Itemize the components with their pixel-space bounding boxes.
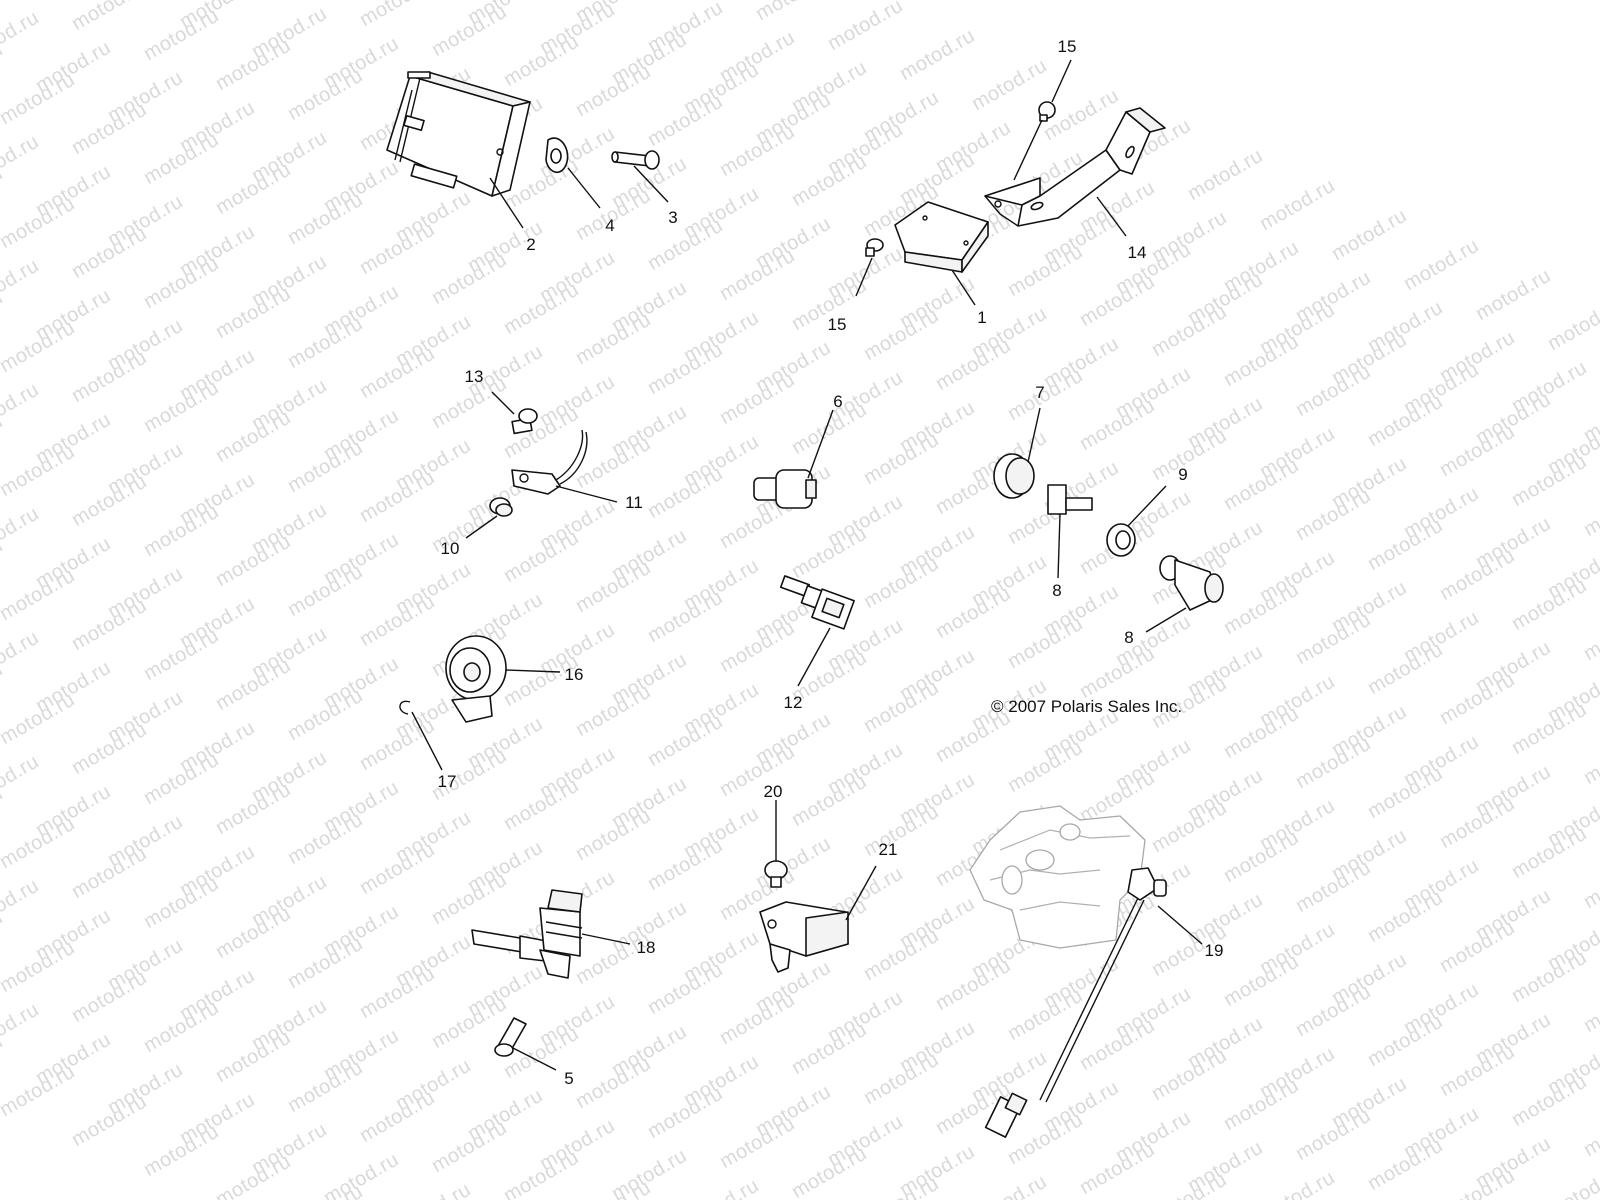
part-4-clip (545, 137, 601, 209)
callout-4: 4 (605, 216, 614, 235)
part-19-engine-sensor (969, 805, 1203, 1138)
part-6-sensor (753, 409, 834, 509)
part-17-clip (399, 700, 443, 771)
callout-20: 20 (764, 782, 783, 801)
callout-6: 6 (833, 392, 842, 411)
part-18-cam-sensor (471, 889, 631, 979)
callout-10: 10 (441, 539, 460, 558)
part-20-bolt (764, 800, 788, 888)
part-5-pin (494, 1017, 557, 1071)
callout-17: 17 (438, 772, 457, 791)
part-10-plug (465, 497, 513, 539)
callout-3: 3 (668, 208, 677, 227)
part-16-knock-sensor (445, 635, 561, 723)
part-15-rivet-top (1013, 59, 1072, 181)
callout-2: 2 (526, 235, 535, 254)
part-14-bracket (984, 107, 1166, 237)
callout-14: 14 (1128, 243, 1147, 262)
part-7-cap (993, 407, 1041, 499)
callout-1: 1 (977, 308, 986, 327)
part-8-clip (1047, 484, 1093, 579)
part-11-sensor (511, 429, 618, 503)
callout-5: 5 (564, 1069, 573, 1088)
callout-18: 18 (637, 938, 656, 957)
part-1-relay (894, 201, 989, 306)
callout-16: 16 (565, 665, 584, 684)
part-15-screw (855, 238, 884, 297)
callout-21: 21 (879, 840, 898, 859)
callout-9: 9 (1178, 465, 1187, 484)
callout-15-bottom: 15 (828, 315, 847, 334)
callout-8-switch: 8 (1124, 628, 1133, 647)
callout-15-top: 15 (1058, 37, 1077, 56)
callout-12: 12 (784, 693, 803, 712)
copyright-notice: © 2007 Polaris Sales Inc. (991, 697, 1182, 716)
part-2-ecu (386, 71, 531, 229)
callout-8-clip: 8 (1052, 581, 1061, 600)
part-8-switch (1145, 555, 1224, 633)
part-12-temp-sensor (779, 575, 855, 687)
part-13-bolt (491, 391, 538, 435)
part-3-bolt (611, 150, 669, 203)
part-21-map-sensor (759, 865, 877, 973)
callout-19: 19 (1205, 941, 1224, 960)
callout-11: 11 (625, 493, 643, 512)
callout-labels: 2 4 3 15 14 1 15 13 6 7 9 11 10 8 8 16 1… (438, 37, 1224, 1088)
callout-7: 7 (1035, 383, 1044, 402)
callout-13: 13 (465, 367, 484, 386)
part-9-washer (1106, 485, 1167, 557)
